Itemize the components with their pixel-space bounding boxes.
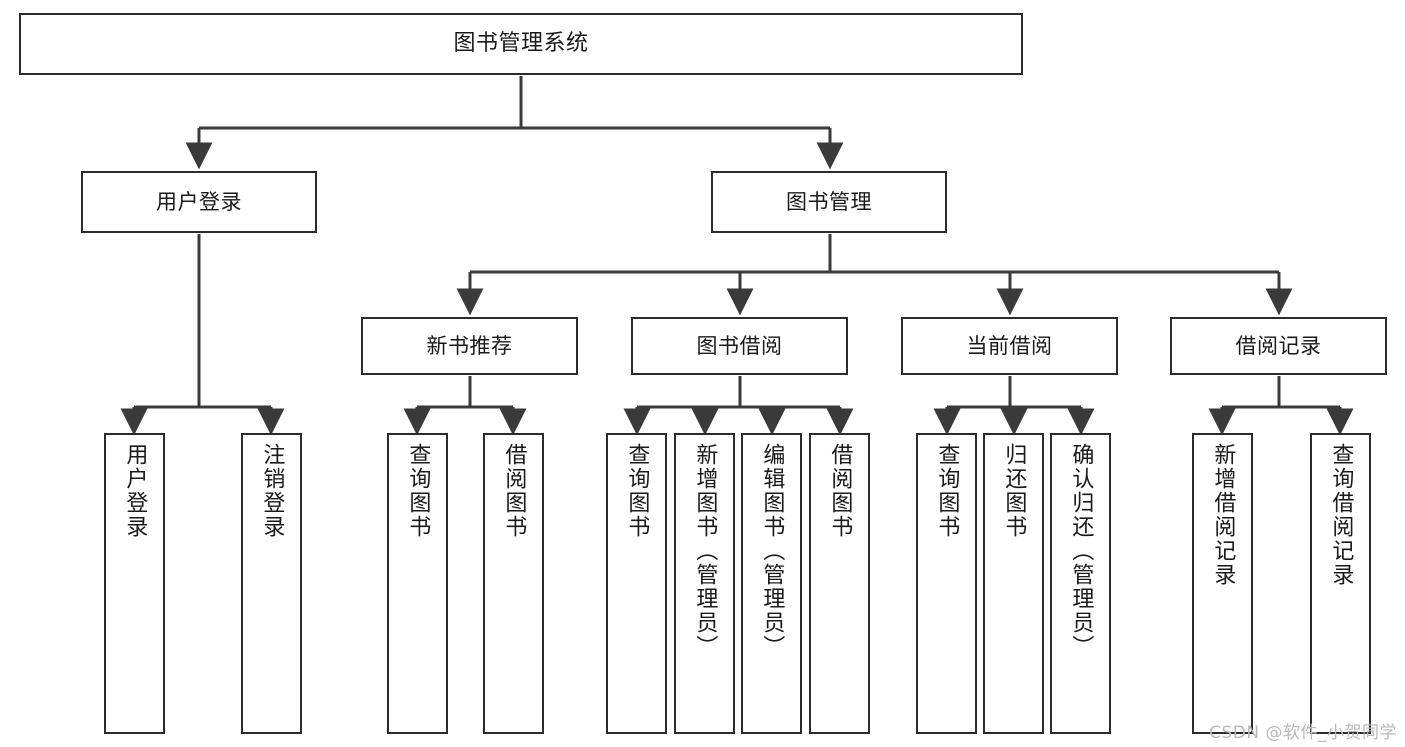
node-user-login-label: 用户登录 bbox=[156, 189, 242, 214]
node-new-book-recommend-label: 新书推荐 bbox=[426, 333, 513, 358]
node-book-management-label: 图书管理 bbox=[786, 189, 872, 214]
node-leaf-borrow-book-2[interactable]: 借阅图书 bbox=[809, 433, 870, 734]
node-leaf-add-book-label: 新增图书（管理员） bbox=[692, 443, 718, 659]
node-leaf-borrow-book-1[interactable]: 借阅图书 bbox=[483, 433, 544, 734]
node-root[interactable]: 图书管理系统 bbox=[19, 13, 1023, 75]
node-leaf-add-record[interactable]: 新增借阅记录 bbox=[1192, 433, 1253, 734]
node-leaf-edit-book[interactable]: 编辑图书（管理员） bbox=[741, 433, 802, 734]
node-leaf-query-book-2-label: 查询图书 bbox=[624, 443, 650, 539]
node-root-label: 图书管理系统 bbox=[453, 31, 589, 57]
node-leaf-user-login[interactable]: 用户登录 bbox=[104, 433, 165, 734]
node-book-borrow-label: 图书借阅 bbox=[696, 333, 783, 358]
node-current-borrow-label: 当前借阅 bbox=[966, 333, 1053, 358]
node-leaf-return-book[interactable]: 归还图书 bbox=[983, 433, 1044, 734]
node-book-borrow[interactable]: 图书借阅 bbox=[631, 317, 848, 375]
node-leaf-edit-book-label: 编辑图书（管理员） bbox=[759, 443, 785, 659]
node-leaf-user-login-label: 用户登录 bbox=[122, 443, 148, 539]
node-leaf-query-book-3[interactable]: 查询图书 bbox=[916, 433, 977, 734]
node-new-book-recommend[interactable]: 新书推荐 bbox=[361, 317, 578, 375]
node-leaf-borrow-book-2-label: 借阅图书 bbox=[827, 443, 853, 539]
node-leaf-logout-login-label: 注销登录 bbox=[259, 443, 285, 539]
node-leaf-return-book-label: 归还图书 bbox=[1001, 443, 1027, 539]
node-leaf-query-book-2[interactable]: 查询图书 bbox=[606, 433, 667, 734]
node-current-borrow[interactable]: 当前借阅 bbox=[901, 317, 1118, 375]
node-borrow-record[interactable]: 借阅记录 bbox=[1170, 317, 1387, 375]
node-leaf-logout-login[interactable]: 注销登录 bbox=[241, 433, 302, 734]
node-user-login[interactable]: 用户登录 bbox=[81, 171, 317, 233]
node-leaf-query-record-label: 查询借阅记录 bbox=[1328, 443, 1354, 587]
node-leaf-query-record[interactable]: 查询借阅记录 bbox=[1310, 433, 1371, 734]
node-leaf-confirm-return[interactable]: 确认归还（管理员） bbox=[1050, 433, 1111, 734]
node-leaf-borrow-book-1-label: 借阅图书 bbox=[501, 443, 527, 539]
node-leaf-query-book-1-label: 查询图书 bbox=[405, 443, 431, 539]
node-borrow-record-label: 借阅记录 bbox=[1235, 333, 1322, 358]
node-leaf-confirm-return-label: 确认归还（管理员） bbox=[1068, 443, 1094, 659]
watermark-text: CSDN @软件_小贺同学 bbox=[1209, 723, 1397, 743]
node-leaf-query-book-1[interactable]: 查询图书 bbox=[387, 433, 448, 734]
node-book-management[interactable]: 图书管理 bbox=[711, 171, 947, 233]
node-leaf-query-book-3-label: 查询图书 bbox=[934, 443, 960, 539]
node-leaf-add-record-label: 新增借阅记录 bbox=[1210, 443, 1236, 587]
node-leaf-add-book[interactable]: 新增图书（管理员） bbox=[674, 433, 735, 734]
